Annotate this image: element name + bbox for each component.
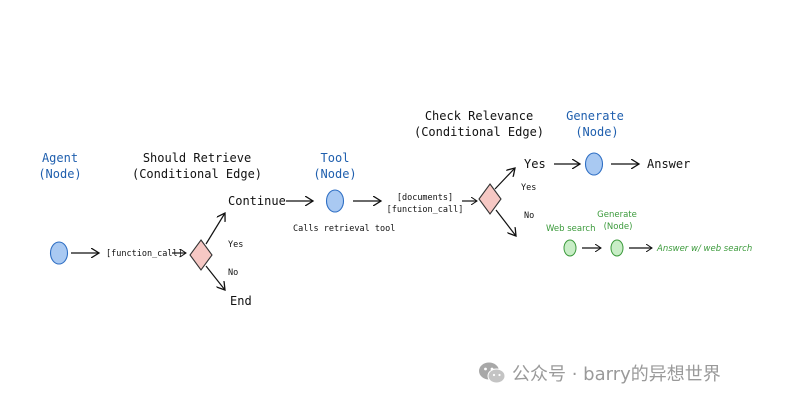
- watermark-text: 公众号 · barry的异想世界: [512, 364, 721, 385]
- answer-label: Answer: [647, 157, 690, 171]
- calls-retrieval-tool-label: Calls retrieval tool: [293, 224, 395, 234]
- should-retrieve-title: Should Retrieve: [143, 151, 251, 165]
- generate-node: [584, 152, 604, 176]
- wechat-icon: [479, 362, 506, 384]
- generate-small-title: Generate: [597, 210, 637, 220]
- check-relevance-diamond: [478, 183, 502, 215]
- relevance-no-arrow: [495, 209, 516, 236]
- watermark: 公众号 · barry的异想世界: [478, 360, 721, 386]
- documents-label: [documents]: [397, 193, 453, 203]
- function-call-label-2: [function_call]: [387, 205, 464, 215]
- yes-big-label: Yes: [524, 157, 546, 171]
- generate-subtitle: (Node): [575, 125, 618, 139]
- generate-small-node: [610, 239, 624, 257]
- should-retrieve-subtitle: (Conditional Edge): [132, 167, 262, 181]
- web-search-node: [563, 239, 577, 257]
- function-call-label-1: [function_call]: [106, 249, 183, 259]
- answer-web-search-label: Answer w/ web search: [656, 244, 752, 254]
- yes-label-2: Yes: [521, 183, 536, 193]
- no-label-2: No: [524, 211, 534, 221]
- continue-label: Continue: [228, 194, 286, 208]
- check-relevance-subtitle: (Conditional Edge): [414, 125, 544, 139]
- tool-title: Tool: [321, 151, 350, 165]
- yes-branch-arrow: [205, 213, 225, 245]
- end-label: End: [230, 294, 252, 308]
- yes-label-1: Yes: [228, 240, 243, 250]
- no-branch-arrow: [205, 265, 225, 290]
- web-search-label: Web search: [546, 224, 595, 234]
- check-relevance-title: Check Relevance: [425, 109, 533, 123]
- agent-node: [49, 241, 69, 265]
- agent-title: Agent: [42, 151, 78, 165]
- agent-subtitle: (Node): [38, 167, 81, 181]
- generate-small-subtitle: (Node): [604, 222, 633, 232]
- generate-title: Generate: [566, 109, 624, 123]
- tool-subtitle: (Node): [313, 167, 356, 181]
- tool-node: [325, 189, 345, 213]
- should-retrieve-diamond: [189, 239, 213, 271]
- relevance-yes-arrow: [494, 168, 515, 190]
- no-label-1: No: [228, 268, 238, 278]
